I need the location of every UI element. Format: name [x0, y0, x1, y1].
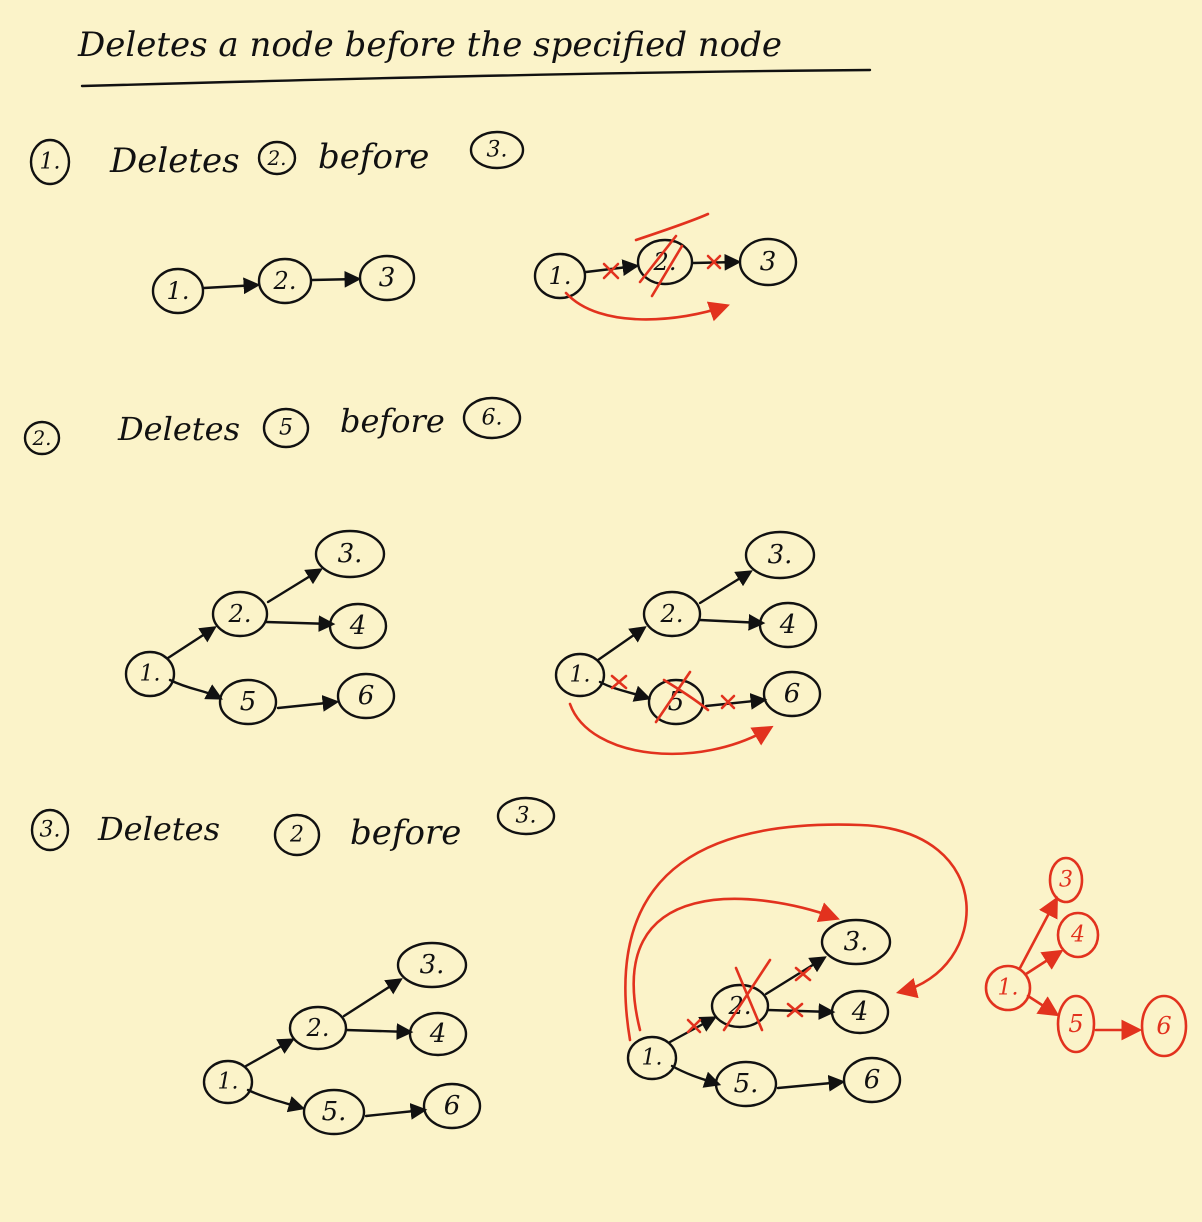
- node-circle: [533, 252, 587, 300]
- diagram-2-after: 1. 2. 3. 4 5 6: [554, 530, 822, 756]
- node-strike: [634, 212, 710, 298]
- node-label: 6: [784, 679, 801, 709]
- ref-label: 3.: [516, 804, 537, 829]
- node-label: 3.: [420, 950, 445, 980]
- section-verb: Deletes: [97, 810, 220, 848]
- node-label: 1.: [570, 663, 591, 688]
- node-label: 1.: [998, 976, 1019, 1001]
- node-label: 1.: [140, 662, 161, 687]
- node-label: 6: [444, 1091, 461, 1121]
- section-verb: Deletes: [117, 410, 240, 448]
- node-label: 5.: [734, 1069, 759, 1099]
- diagram-3-result: 1. 3 4 5 6: [984, 856, 1188, 1058]
- diagram-3-after: 1. 2. 3. 4 5. 6: [624, 823, 968, 1108]
- node-label: 3.: [338, 539, 363, 569]
- target-circle: [262, 407, 310, 449]
- node-label: 2.: [653, 248, 677, 276]
- node-label: 4: [429, 1019, 447, 1049]
- target-label: 2: [289, 823, 304, 848]
- node-label: 3.: [768, 540, 793, 570]
- diagram-1-before: 1. 2. 3: [151, 254, 416, 315]
- node-label: 4: [779, 610, 797, 640]
- section-1-heading: 1. Deletes 2. before 3.: [29, 130, 525, 186]
- section-number: 1.: [40, 150, 61, 175]
- section-verb: Deletes: [109, 141, 240, 181]
- node-label: 2.: [306, 1014, 330, 1042]
- node-label: 4: [1070, 923, 1085, 948]
- title-underline: [80, 68, 872, 88]
- section-number-circle: [29, 138, 71, 186]
- section-3-heading: 3. Deletes 2 before 3.: [30, 796, 556, 857]
- cross-mark: [602, 262, 620, 280]
- section-2-heading: 2. Deletes 5 before 6.: [23, 396, 522, 456]
- ref-label: 3.: [487, 138, 508, 163]
- section-number: 3.: [40, 818, 61, 843]
- node-label: 1.: [167, 277, 190, 305]
- diagram-1-after: 1. 2. 3: [533, 212, 798, 322]
- edge-arrow: [584, 259, 640, 276]
- section-number: 2.: [31, 426, 51, 450]
- node-label: 5: [1068, 1010, 1083, 1038]
- ref-circle: [462, 396, 522, 440]
- page-title: Deletes a node before the specified node: [77, 25, 782, 65]
- node-label: 5: [668, 687, 685, 717]
- node-label: 1.: [642, 1046, 663, 1071]
- section-word: before: [318, 137, 429, 177]
- ref-circle: [469, 130, 525, 170]
- section-word: before: [340, 402, 445, 440]
- bypass-arrow: [564, 291, 730, 322]
- edge-arrow: [310, 270, 362, 288]
- target-label: 2.: [266, 146, 286, 170]
- node-label: 4: [851, 997, 869, 1027]
- section-number-circle: [23, 420, 61, 456]
- node-label: 6: [1156, 1012, 1171, 1040]
- target-label: 5: [279, 416, 293, 441]
- edge-arrow: [202, 277, 261, 295]
- node-label: 6: [864, 1065, 881, 1095]
- node-circle: [151, 267, 205, 315]
- node-label: 4: [349, 611, 367, 641]
- diagram-2-before: 1. 2. 3. 4 5 6: [124, 529, 396, 726]
- node-label: 1.: [549, 262, 572, 290]
- node-label: 3: [379, 263, 396, 293]
- node-label: 2.: [273, 267, 297, 295]
- node-label: 6: [358, 681, 375, 711]
- node-label: 5: [240, 687, 257, 717]
- section-word: before: [350, 813, 461, 853]
- node-label: 3: [1059, 868, 1073, 893]
- node-label: 5.: [322, 1097, 347, 1127]
- node-label: 3.: [844, 927, 869, 957]
- node-label: 1.: [218, 1070, 239, 1095]
- cross-mark: [706, 254, 722, 270]
- ref-label: 6.: [482, 406, 503, 431]
- diagram-3-before: 1. 2. 3. 4 5. 6: [202, 941, 482, 1136]
- target-circle: [257, 140, 297, 176]
- node-label: 2.: [228, 600, 252, 628]
- node-label: 3: [760, 247, 777, 277]
- node-label: 2.: [660, 600, 684, 628]
